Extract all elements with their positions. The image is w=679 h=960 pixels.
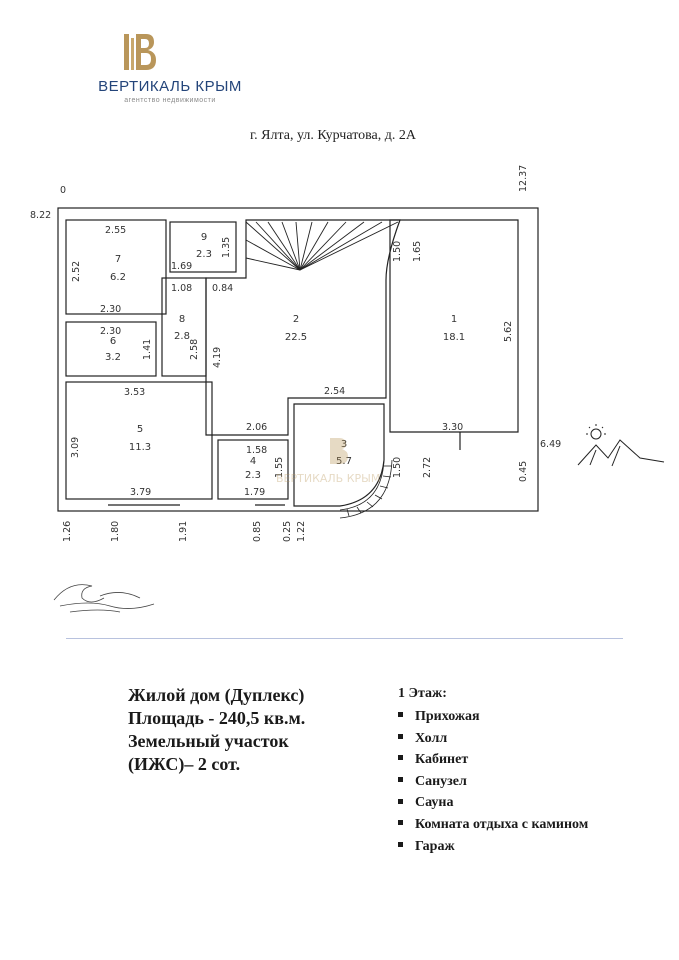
list-item: Прихожая: [398, 706, 668, 728]
dim-255: 2.55: [105, 225, 126, 236]
bullet-icon: [398, 777, 403, 783]
room-4-number: 4: [250, 456, 256, 467]
brand-logo: ВЕРТИКАЛЬ КРЫМ агентство недвижимости: [95, 30, 245, 116]
dim-649: 6.49: [540, 439, 561, 450]
rooms-list: Прихожая Холл Кабинет Санузел Сауна Комн…: [398, 706, 668, 857]
plan-walls: [57, 207, 539, 512]
property-description: Жилой дом (Дуплекс) Площадь - 240,5 кв.м…: [128, 684, 388, 776]
dim-108: 1.08: [171, 283, 192, 294]
bullet-icon: [398, 755, 403, 761]
dim-180: 1.80: [110, 521, 121, 542]
dim-822: 8.22: [30, 210, 51, 221]
floor-room-list: 1 Этаж: Прихожая Холл Кабинет Санузел Са…: [398, 686, 668, 857]
dim-122: 1.22: [296, 521, 307, 542]
dim-562: 5.62: [503, 321, 514, 342]
room-3-number: 3: [341, 439, 347, 450]
list-item: Комната отдыха с камином: [398, 814, 668, 836]
room-2-area: 22.5: [285, 332, 307, 343]
dim-309: 3.09: [70, 437, 81, 458]
room-8-area: 2.8: [174, 331, 190, 342]
land-plot-size: (ИЖС)– 2 сот.: [128, 754, 241, 774]
dim-158: 1.58: [246, 445, 267, 456]
property-area: Площадь - 240,5 кв.м.: [128, 708, 306, 728]
property-type: Жилой дом (Дуплекс): [128, 685, 305, 705]
room-3-area: 5.7: [336, 456, 352, 467]
room-5-number: 5: [137, 424, 143, 435]
dim-179: 1.79: [244, 487, 265, 498]
dim-258: 2.58: [189, 339, 200, 360]
letter-b-building-logo-icon: [124, 34, 156, 70]
dim-150b: 1.50: [392, 457, 403, 478]
dim-150: 1.50: [392, 241, 403, 262]
dim-230a: 2.30: [100, 304, 121, 315]
brand-name: ВЕРТИКАЛЬ КРЫМ: [98, 78, 242, 95]
room-9-area: 2.3: [196, 249, 212, 260]
room-name: Холл: [415, 730, 448, 746]
room-name: Санузел: [415, 773, 467, 789]
room-6-area: 3.2: [105, 352, 121, 363]
dim-135: 1.35: [221, 237, 232, 258]
room-1-number: 1: [451, 314, 457, 325]
floor-plan: 1 18.1 2 22.5 3 5.7 4 2.3 5 11.3 6 3.2 7…: [30, 165, 665, 613]
list-item: Сауна: [398, 792, 668, 814]
room-5-area: 11.3: [129, 442, 151, 453]
room-8-number: 8: [179, 314, 185, 325]
dim-206: 2.06: [246, 422, 267, 433]
room-2-number: 2: [293, 314, 299, 325]
watermark: ВЕРТИКАЛЬ КРЫМ: [276, 438, 380, 485]
curved-steps: [339, 459, 393, 519]
bullet-icon: [398, 841, 403, 847]
dim-025: 0.25: [282, 521, 293, 542]
dim-330: 3.30: [442, 422, 463, 433]
dim-126: 1.26: [62, 521, 73, 542]
staircase: [245, 221, 399, 271]
dim-084: 0.84: [212, 283, 233, 294]
dim-379: 3.79: [130, 487, 151, 498]
dim-272: 2.72: [422, 457, 433, 478]
room-name: Кабинет: [415, 752, 469, 768]
list-item: Холл: [398, 728, 668, 750]
bullet-icon: [398, 733, 403, 739]
room-1-area: 18.1: [443, 332, 465, 343]
mountains-sun-icon: [577, 424, 665, 467]
floor-title: 1 Этаж:: [398, 686, 447, 701]
dim-169: 1.69: [171, 261, 192, 272]
room-name: Сауна: [415, 795, 454, 811]
dim-top-zero: 0: [60, 185, 66, 196]
room-name: Комната отдыха с камином: [415, 816, 589, 832]
divider: [66, 638, 623, 639]
dim-230b: 2.30: [100, 326, 121, 337]
bullet-icon: [398, 820, 403, 826]
dim-1237: 12.37: [518, 165, 529, 192]
dim-141: 1.41: [142, 339, 153, 360]
list-item: Санузел: [398, 771, 668, 793]
watermark-logo-icon: [330, 438, 348, 464]
room-4-area: 2.3: [245, 470, 261, 481]
brand-tagline: агентство недвижимости: [124, 97, 216, 104]
dim-254: 2.54: [324, 386, 345, 397]
room-name: Гараж: [415, 838, 455, 854]
list-item: Гараж: [398, 836, 668, 858]
watermark-brand: ВЕРТИКАЛЬ КРЫМ: [276, 472, 380, 485]
room-9-number: 9: [201, 232, 207, 243]
dim-419: 4.19: [212, 347, 223, 368]
bullet-icon: [398, 712, 403, 718]
dim-155: 1.55: [274, 457, 285, 478]
dim-353: 3.53: [124, 387, 145, 398]
property-address: г. Ялта, ул. Курчатова, д. 2А: [250, 128, 416, 143]
dim-165: 1.65: [412, 241, 423, 262]
dim-191: 1.91: [178, 521, 189, 542]
room-7-number: 7: [115, 254, 121, 265]
room-7-area: 6.2: [110, 272, 126, 283]
room-6-number: 6: [110, 336, 116, 347]
wave-icon: [53, 584, 155, 613]
dim-045: 0.45: [518, 461, 529, 482]
list-item: Кабинет: [398, 749, 668, 771]
bullet-icon: [398, 798, 403, 804]
land-plot-label: Земельный участок: [128, 731, 289, 751]
dim-252: 2.52: [71, 261, 82, 282]
dim-085: 0.85: [252, 521, 263, 542]
room-name: Прихожая: [415, 709, 480, 724]
